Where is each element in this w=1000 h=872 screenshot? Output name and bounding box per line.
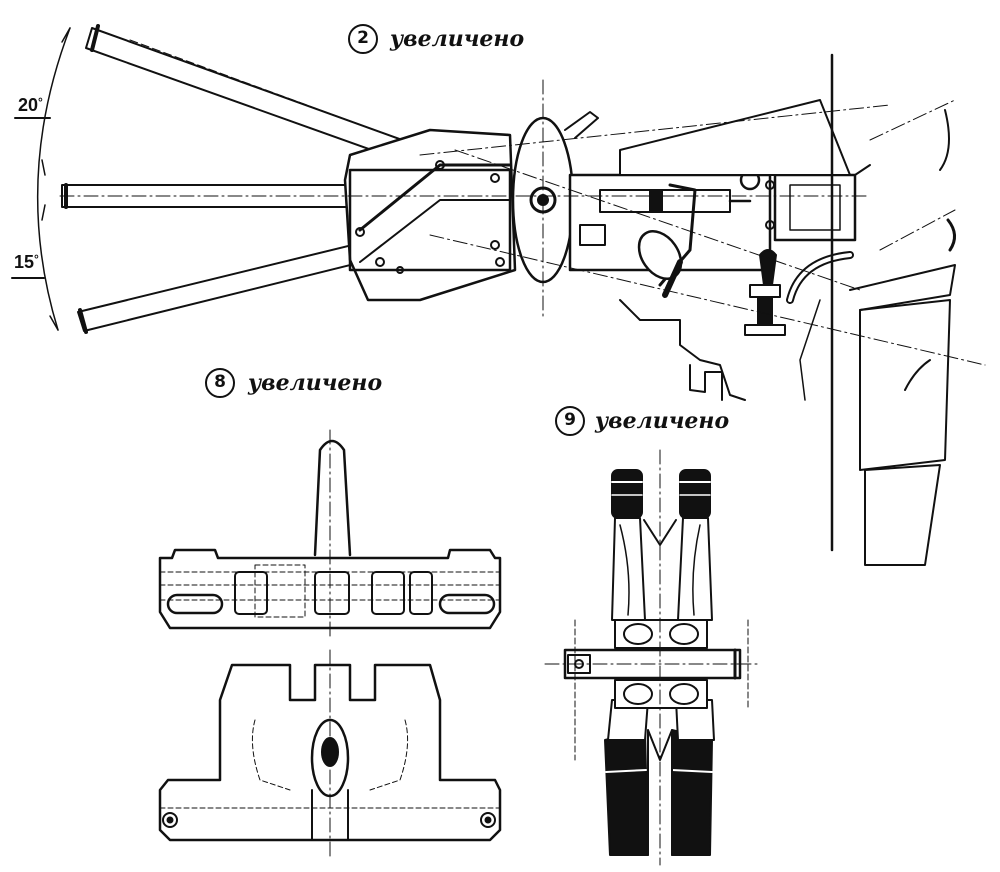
hull-plate-bottom [864, 464, 941, 566]
track-link-top-body [158, 548, 502, 630]
link-slot-right [438, 593, 496, 615]
tyre-top-right [679, 469, 711, 519]
breech-wedge [649, 189, 663, 213]
caption-view-2: увеличено [390, 26, 525, 52]
arc-arrow-top [61, 27, 71, 43]
view-2-gun-mount [11, 24, 986, 566]
bolt [375, 257, 385, 267]
sight-mount [564, 111, 599, 139]
callout-view-8: 8 [205, 368, 235, 398]
bolt [490, 173, 500, 183]
bracket-stepped [619, 299, 746, 401]
bolt [396, 266, 404, 274]
bolt [495, 257, 505, 267]
tyre-bottom-right [671, 729, 713, 856]
bolt [355, 227, 365, 237]
upper-shield [619, 99, 851, 176]
cradle-link-upper [358, 163, 512, 232]
bolt [435, 160, 445, 170]
track-bolt-left [162, 812, 178, 828]
view-8-track-link [158, 429, 502, 861]
elevation-gear [759, 249, 777, 286]
cradle-plate [348, 168, 512, 272]
arc-arrow-mid-down [41, 204, 46, 221]
bracket [579, 224, 606, 246]
hub-bearings [614, 619, 708, 709]
link-slot-left [166, 593, 224, 615]
view-9-road-wheel [544, 449, 761, 866]
callout-view-9: 9 [555, 406, 585, 436]
gun-mantlet [343, 128, 517, 302]
cradle-link-lower [359, 199, 511, 263]
caption-view-8: увеличено [248, 370, 383, 396]
arc-arrow-mid-up [41, 159, 46, 176]
tyre-bottom-left [604, 729, 649, 856]
elevation-arc [36, 27, 71, 331]
callout-view-2: 2 [348, 24, 378, 54]
hull-glacis [849, 264, 956, 311]
caption-view-9: увеличено [595, 408, 730, 434]
angle-label-elevation: 20° [18, 95, 43, 115]
angle-label-depression: 15° [14, 252, 39, 272]
recoil-block [773, 173, 857, 242]
hull-plate-lower [859, 299, 951, 471]
track-bolt-right [480, 812, 496, 828]
tyre-top-left [611, 469, 643, 519]
arc-arrow-bottom [49, 315, 59, 331]
bolt [490, 240, 500, 250]
center-lines [59, 79, 986, 366]
track-link-guide-horn [313, 439, 352, 557]
